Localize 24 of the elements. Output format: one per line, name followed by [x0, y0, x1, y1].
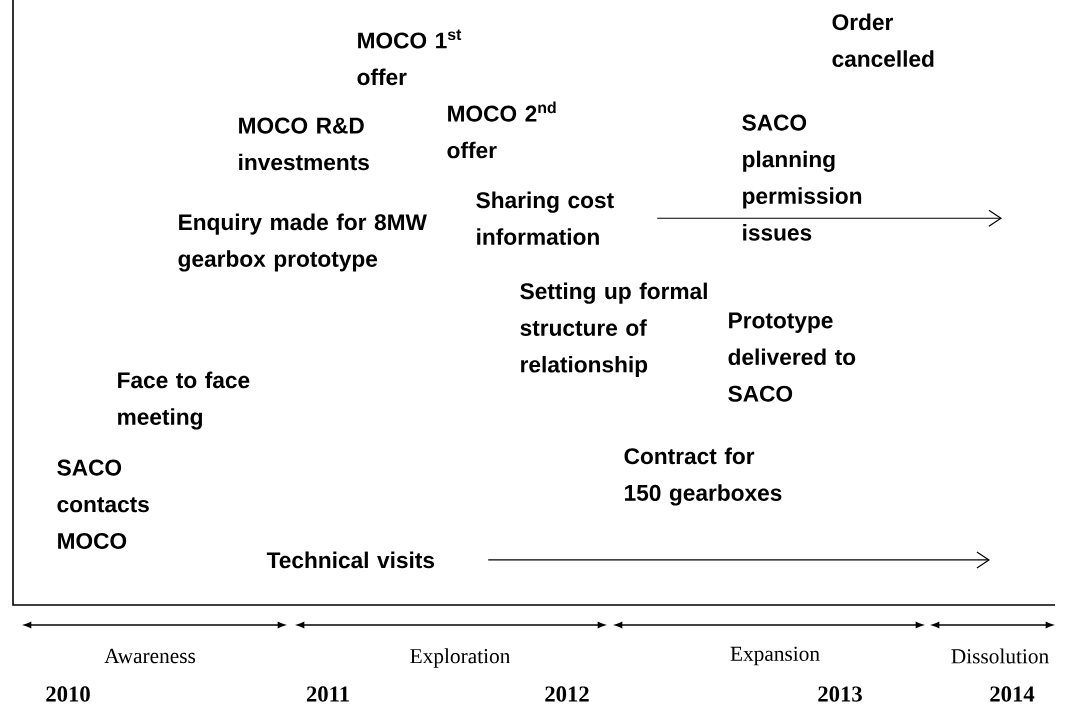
year-label: 2011 — [306, 686, 349, 702]
year-label: 2013 — [818, 686, 862, 702]
event-text: Enquiry made for 8MW gearbox prototype — [178, 213, 427, 272]
event-text: MOCO 1$^{st}$ offer — [357, 29, 462, 86]
phase-label: Dissolution — [951, 648, 1049, 664]
arrow — [656, 209, 1002, 227]
event-text: MOCO R&D investments — [239, 117, 369, 171]
event-text: Prototype delivered to SACO — [728, 312, 856, 402]
event-text: Order cancelled — [832, 13, 934, 67]
year-label: 2010 — [46, 686, 90, 702]
year-label: 2014 — [990, 686, 1035, 702]
arrow — [487, 551, 990, 569]
year-label: 2012 — [545, 686, 589, 702]
event-text: Contract for 150 gearboxes — [624, 447, 782, 506]
phase-label: Expansion — [730, 646, 820, 666]
event-text: Sharing cost information — [476, 191, 614, 245]
event-text: Setting up formal structure of relationship — [520, 282, 707, 378]
event-text: Technical visits — [266, 551, 435, 569]
event-text: Face to face meeting — [118, 371, 250, 430]
event-text: SACO planning permission issues — [742, 114, 862, 241]
event-text: SACO contacts MOCO — [57, 459, 149, 549]
event-text: MOCO 2$^{nd}$ offer — [447, 101, 556, 159]
phase-label: Exploration — [410, 648, 511, 668]
phase-label: Awareness — [104, 648, 196, 664]
